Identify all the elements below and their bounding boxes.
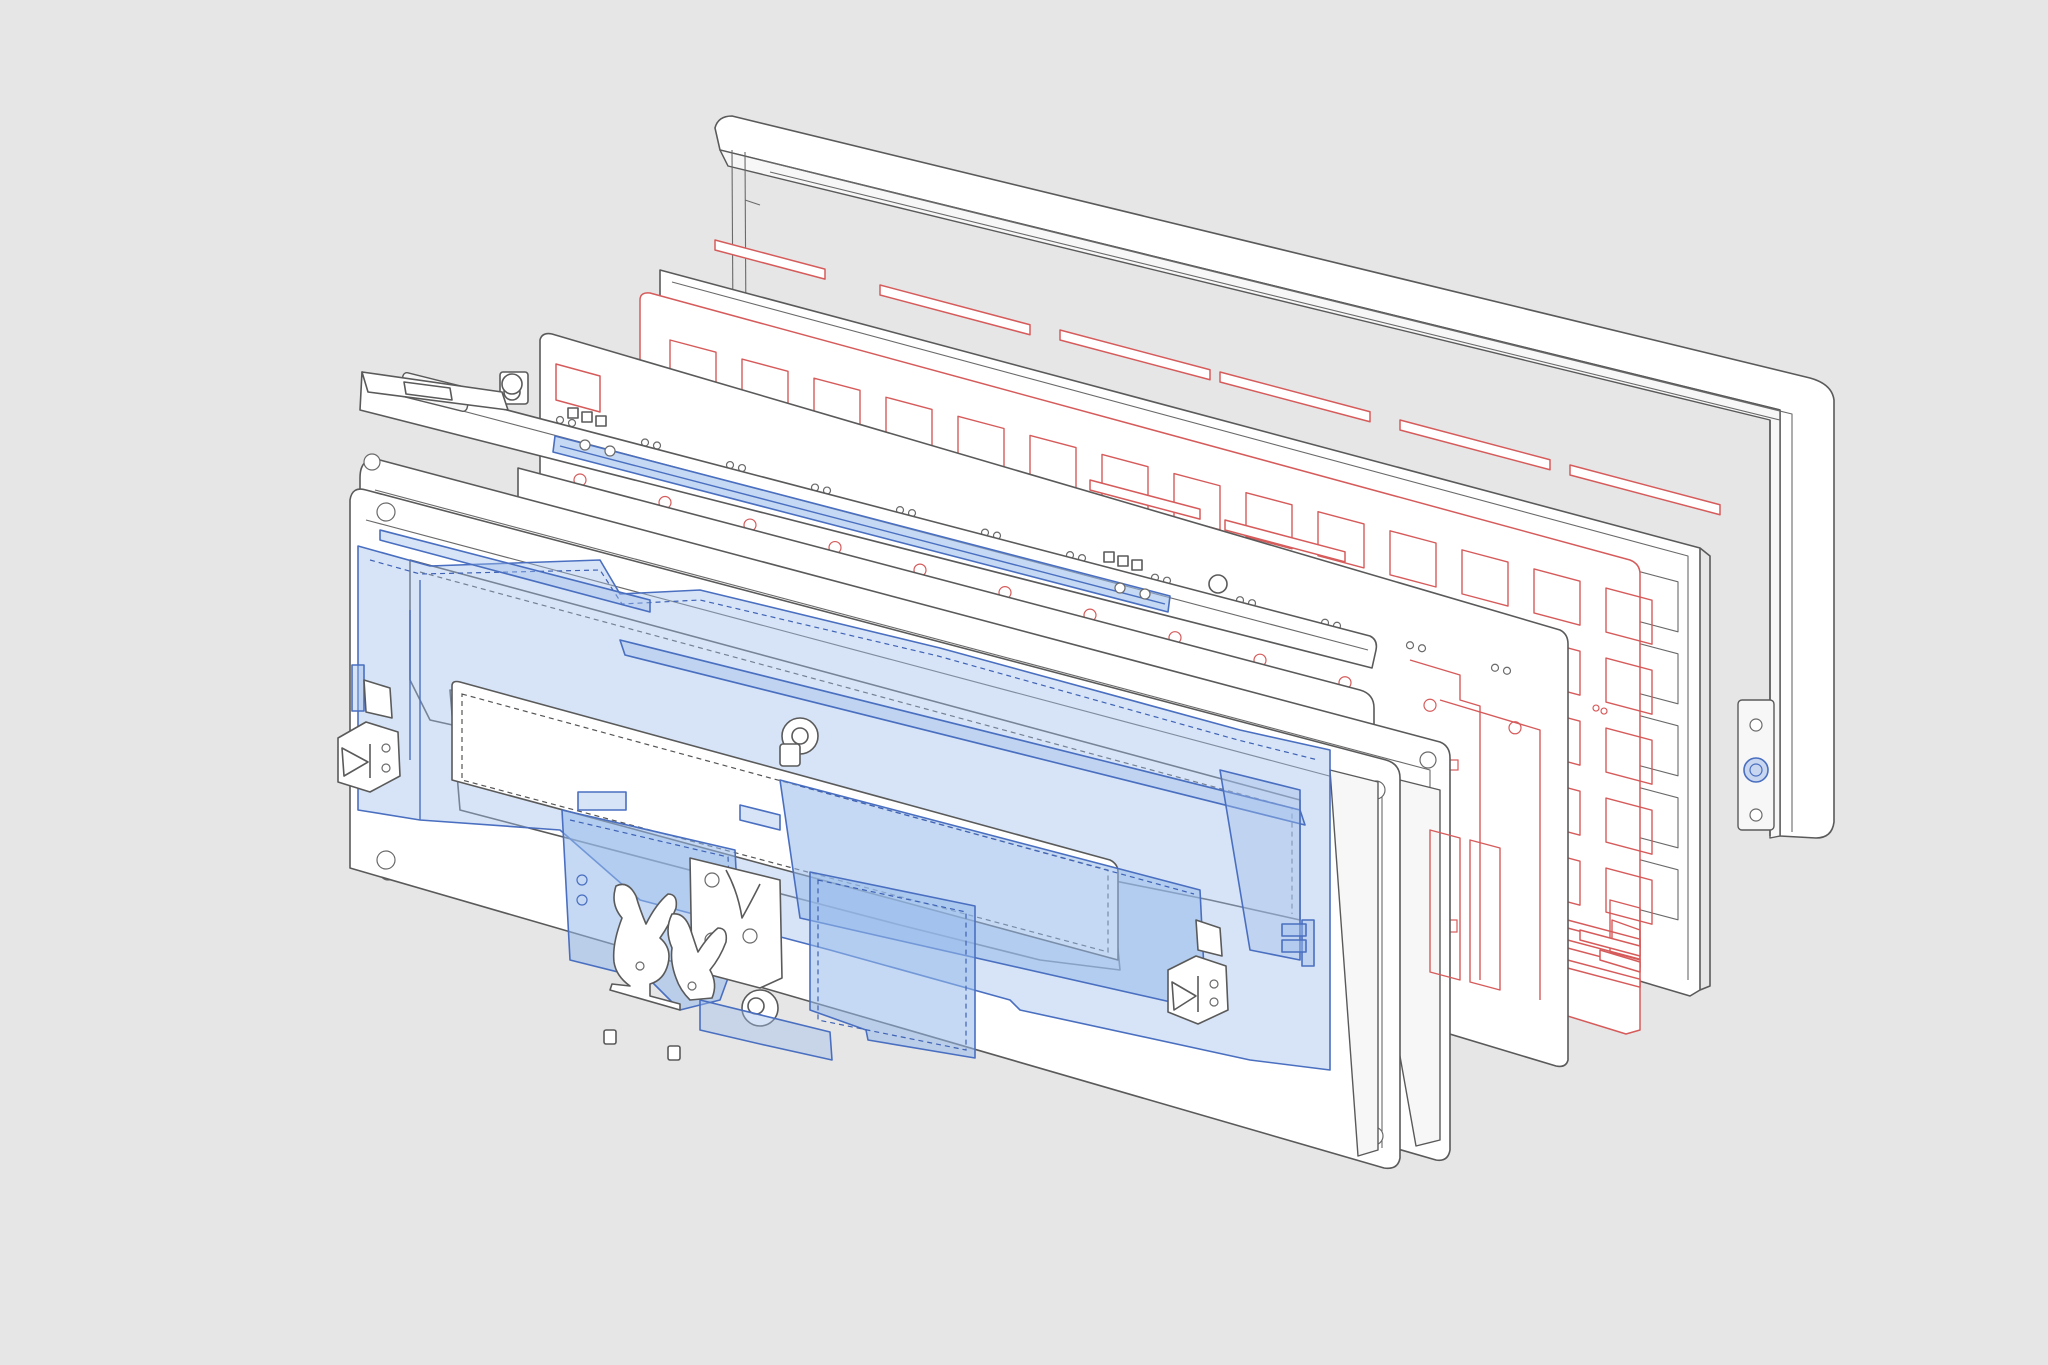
bunny-weight-icon (603, 883, 728, 1061)
mounting-bar (359, 371, 1378, 669)
gasket-bracket-right (1167, 919, 1229, 1025)
pcb-switch-cutout (1317, 511, 1365, 569)
screw-icon (1743, 757, 1769, 783)
pcb-side-strips (1429, 829, 1641, 991)
stabilizer-slot (1059, 329, 1211, 381)
stabilizer-slot (1399, 419, 1551, 471)
stabilizer-slot (714, 239, 826, 280)
mounting-hole (1502, 666, 1512, 675)
mounting-hole (1417, 644, 1427, 653)
pcb-switch-cutout (1389, 530, 1437, 588)
stabilizer-slot (1219, 371, 1371, 423)
pcb-switch-cutout (1533, 568, 1581, 626)
pcb-switch-cutout (1605, 867, 1653, 925)
screw-icon (667, 1045, 681, 1061)
mounting-hole (567, 418, 577, 428)
pcb-switch-cutout (1605, 657, 1653, 715)
pcb-switch-cutout (1605, 797, 1653, 855)
pcb-hole (1423, 698, 1437, 712)
stabilizer-slot (1224, 519, 1346, 563)
mounting-hole (1490, 663, 1500, 672)
pcb-switch-cutout (1245, 491, 1293, 550)
pcb-switch-cutout (1605, 727, 1653, 785)
pcb-via (1592, 704, 1600, 712)
pcb-via (1600, 707, 1608, 715)
stabilizer-slot (1569, 464, 1721, 516)
pcb-switch-cutout (1461, 549, 1509, 607)
stabilizer-slot (1089, 479, 1201, 520)
gasket-bracket-left (337, 679, 401, 793)
pcb-switch-cutout (1605, 587, 1653, 645)
screw-icon (603, 1029, 617, 1045)
top-case (714, 115, 1835, 839)
usb-daughterboard-icon (555, 363, 1143, 571)
stabilizer-slot (879, 284, 1031, 336)
mounting-hole (1405, 641, 1415, 650)
plate-foam-strips (714, 239, 1721, 988)
top-mount-arm (361, 371, 523, 411)
